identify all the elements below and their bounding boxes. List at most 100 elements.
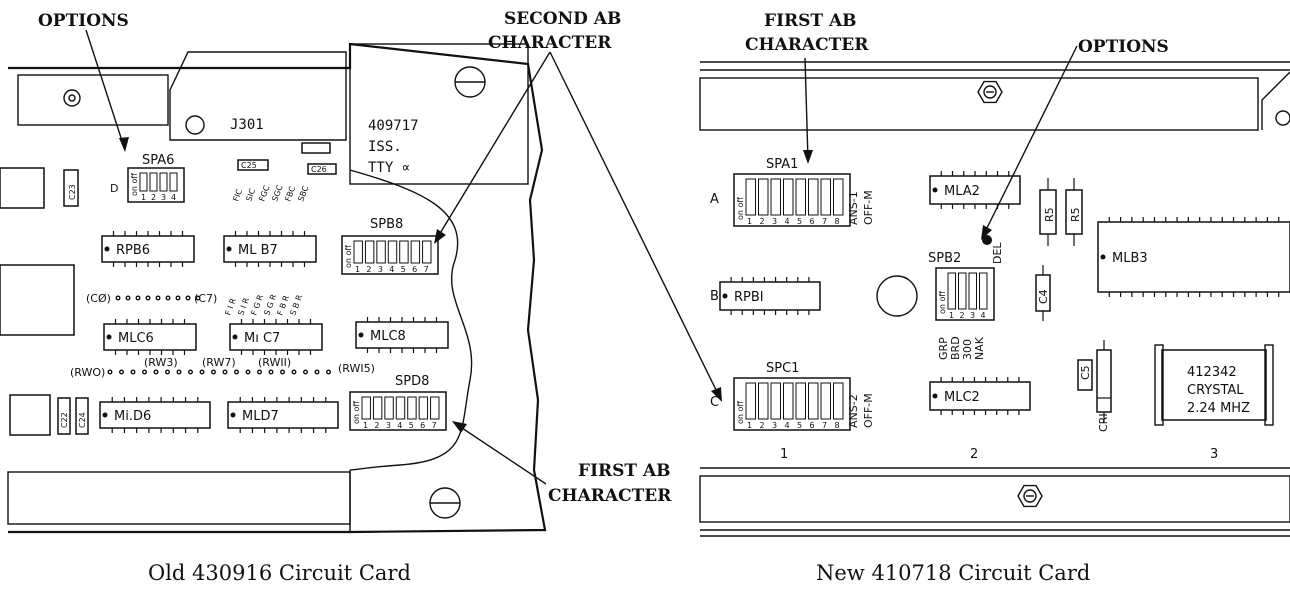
sw-spb8-pos-label: 2 [366, 265, 371, 274]
cap-c25 [237, 159, 269, 171]
sw-spb8-toggle [376, 240, 386, 264]
cap-c23 [63, 169, 79, 207]
sw-spd8-pos-label: 4 [397, 421, 402, 430]
new-top-rail [699, 77, 1259, 131]
new-hex-screw-top [977, 80, 1003, 104]
chip-mlc2-notch [932, 393, 938, 399]
option-mark: SIC [244, 187, 257, 203]
test-point [210, 369, 216, 375]
sw-spb8-pos-label: 4 [389, 265, 394, 274]
signal-rw7: (RW7) [202, 356, 236, 369]
chip-rpb6-label: RPB6 [116, 243, 150, 258]
sw-spb8-pos-label: 1 [355, 265, 360, 274]
column-1: 1 [780, 447, 788, 462]
callout-first-ab-top-1: FIRST AB [764, 11, 857, 31]
chip-mla2-notch [932, 187, 938, 193]
sw-spc1-toggle [783, 382, 794, 420]
chip-mlb7-label: ML B7 [238, 243, 278, 258]
spb2-option-label: GRP [937, 337, 950, 360]
chip-mlc8-notch [358, 332, 364, 338]
sw-spc1-pos-label: 4 [785, 421, 790, 430]
chip-mld6-label: Mi.D6 [114, 409, 151, 424]
spb2-del-label: DEL [991, 242, 1004, 264]
sw-spa1-pos-label: 6 [810, 217, 815, 226]
test-point [268, 369, 274, 375]
test-point [233, 369, 239, 375]
sw-spd8-pos-label: 6 [420, 421, 425, 430]
sw-spa6-pos-label: 4 [171, 193, 176, 202]
sw-spd8-toggle [361, 396, 371, 420]
chip-mlc7 [229, 323, 323, 351]
option-mark: SBC [296, 184, 310, 203]
row-letter-b: B [710, 289, 719, 304]
old-card-cutaway [349, 169, 473, 471]
sw-spc1-toggle [758, 382, 769, 420]
sw-spb2-pos-label: 4 [981, 311, 986, 320]
sw-spb8-pos-label: 3 [378, 265, 383, 274]
chip-mla2-label: MLA2 [944, 184, 980, 199]
new-top-bracket [1261, 71, 1290, 130]
sw-spa1-pos-label: 5 [797, 217, 802, 226]
option-marks-row-2: F I RS I RF G RS G RF B RS B R [223, 293, 304, 317]
cap-c5-label: C5 [1079, 365, 1092, 380]
arrowhead-options-left [119, 137, 129, 152]
signal-test-points [107, 295, 332, 375]
chip-mlc2 [929, 381, 1031, 411]
chip-mlc6-label: MLC6 [118, 331, 154, 346]
sw-spa6-toggle [169, 172, 178, 192]
arrowhead-second-ab-to-spc1 [711, 387, 722, 402]
sw-spa1-toggle [808, 178, 819, 216]
sw-spb8-on-off: on off [344, 245, 353, 268]
cap-c26-label: C26 [311, 165, 327, 174]
arrow-second-ab [435, 51, 551, 241]
callout-second-ab-1: SECOND AB [504, 9, 621, 29]
spb2-del-dot [982, 235, 992, 245]
chip-mlb7 [223, 235, 317, 263]
connector-label: J301 [230, 117, 264, 133]
crystal-line2: CRYSTAL [1187, 383, 1244, 398]
arrow-second-ab-to-spc1 [549, 51, 721, 399]
new-hex-screw-bottom [1017, 484, 1043, 508]
captions: Old 430916 Circuit Card New 410718 Circu… [148, 561, 1090, 585]
new-hex-bottom-ring [1023, 489, 1037, 503]
sw-spa6-pos-label: 1 [141, 193, 146, 202]
test-point [141, 369, 147, 375]
sw-spc1-toggle [808, 382, 819, 420]
signal-c0: (CØ) [86, 292, 111, 305]
sw-spa1-pos-label: 8 [835, 217, 840, 226]
test-point [153, 369, 159, 375]
arrow-first-ab-bottom [455, 423, 547, 485]
chip-mlb3-label: MLB3 [1112, 251, 1148, 266]
resistor-r5a-label: R5 [1043, 207, 1056, 222]
signal-rw11: (RWII) [258, 356, 291, 369]
sw-spb2-pos-label: 1 [949, 311, 954, 320]
test-point [303, 369, 309, 375]
test-point [314, 369, 320, 375]
chip-mlb7-notch [226, 246, 232, 252]
resistor-r5b-label: R5 [1069, 207, 1082, 222]
test-point [165, 295, 171, 301]
old-stamp-box [349, 43, 529, 185]
sw-spa1-toggle [758, 178, 769, 216]
arrowhead-options-right [981, 225, 992, 240]
chip-mlc8-label: MLC8 [370, 329, 406, 344]
sw-spa6-toggle [139, 172, 148, 192]
test-point [155, 295, 161, 301]
sw-spb8-toggle [387, 240, 398, 264]
sw-spa6-on-off: on off [130, 173, 139, 196]
crystal-line1: 412342 [1187, 365, 1237, 380]
caption-new-card: New 410718 Circuit Card [816, 561, 1090, 585]
crystal [1161, 349, 1267, 421]
sw-spb8-pos-label: 5 [401, 265, 406, 274]
spa1-ans: ANS-1 [847, 191, 860, 225]
callout-second-ab-2: CHARACTER [488, 33, 612, 53]
chip-rpb1-label: RPBI [734, 290, 764, 305]
